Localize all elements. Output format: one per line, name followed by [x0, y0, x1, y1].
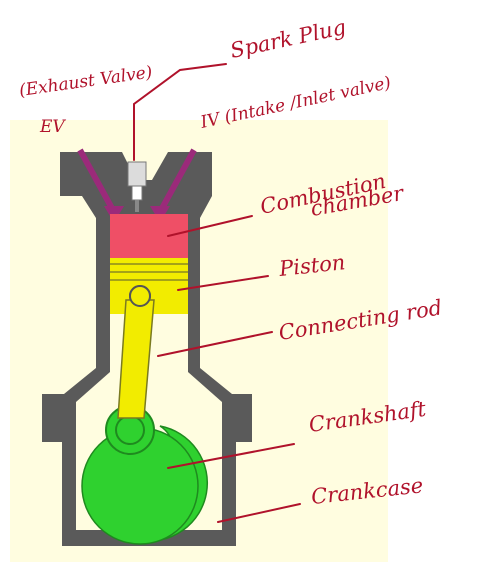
label-ev: EV	[39, 117, 66, 137]
label-exhaust-valve-note: (Exhaust Valve)	[18, 62, 154, 100]
label-spark-plug: Spark Plug	[228, 15, 348, 63]
combustion-chamber	[110, 214, 188, 258]
